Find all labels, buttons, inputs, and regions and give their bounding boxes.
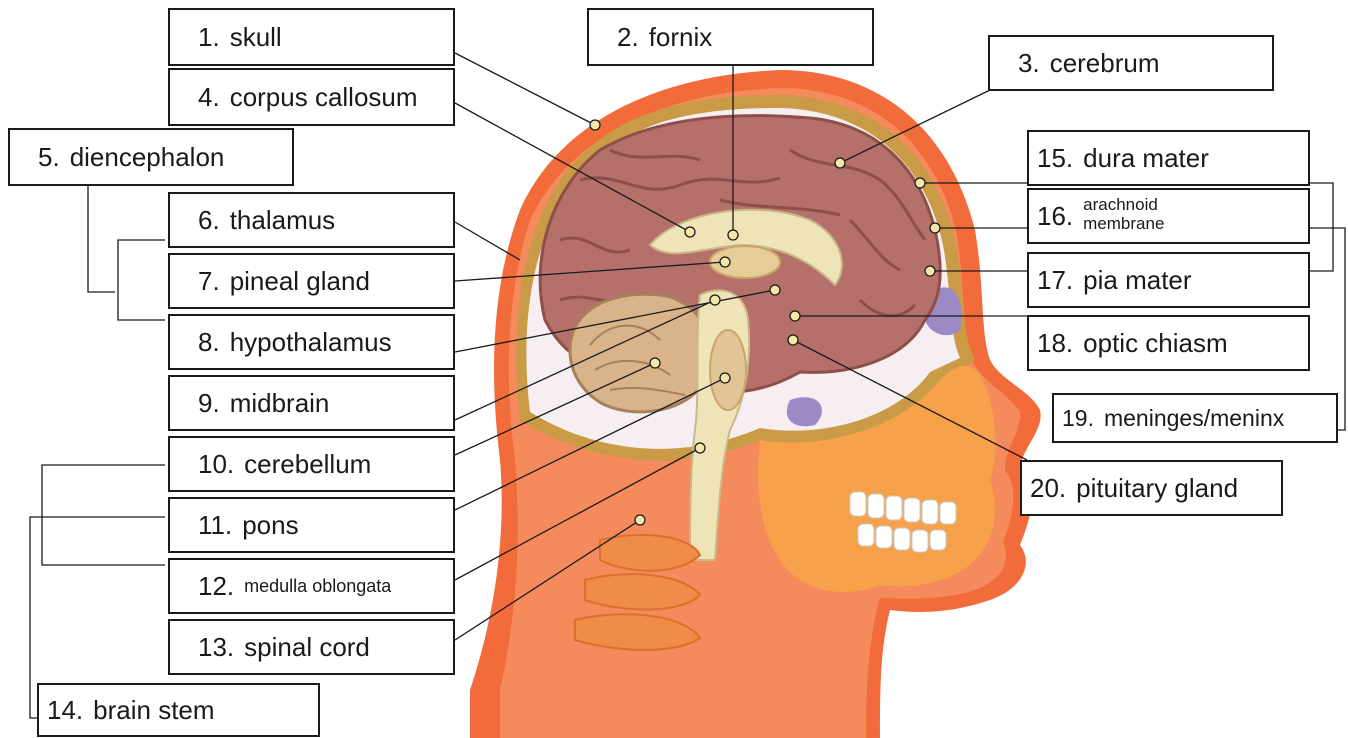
- label-meninges: 19.meninges/meninx: [1052, 393, 1338, 443]
- label-pineal-gland: 7.pineal gland: [168, 253, 455, 309]
- label-optic-chiasm: 18.optic chiasm: [1027, 315, 1310, 371]
- label-hypothalamus: 8.hypothalamus: [168, 314, 455, 370]
- label-cerebellum: 10.cerebellum: [168, 436, 455, 492]
- label-cerebrum: 3.cerebrum: [988, 35, 1274, 91]
- label-arachnoid-membrane: 16. arachnoid membrane: [1027, 188, 1310, 244]
- label-medulla-oblongata: 12.medulla oblongata: [168, 558, 455, 614]
- label-midbrain: 9.midbrain: [168, 375, 455, 431]
- label-skull: 1.skull: [168, 8, 455, 66]
- label-spinal-cord: 13.spinal cord: [168, 619, 455, 675]
- label-thalamus: 6.thalamus: [168, 192, 455, 248]
- label-corpus-callosum: 4.corpus callosum: [168, 68, 455, 126]
- label-pia-mater: 17.pia mater: [1027, 252, 1310, 308]
- label-dura-mater: 15.dura mater: [1027, 130, 1310, 186]
- label-diencephalon: 5.diencephalon: [8, 128, 294, 186]
- label-brain-stem: 14.brain stem: [37, 683, 320, 737]
- label-fornix: 2.fornix: [587, 8, 874, 66]
- label-pituitary-gland: 20.pituitary gland: [1020, 460, 1283, 516]
- label-pons: 11.pons: [168, 497, 455, 553]
- arachnoid-text-stack: arachnoid membrane: [1083, 195, 1164, 233]
- pons-shape: [710, 330, 746, 410]
- sinus-lower: [787, 397, 822, 426]
